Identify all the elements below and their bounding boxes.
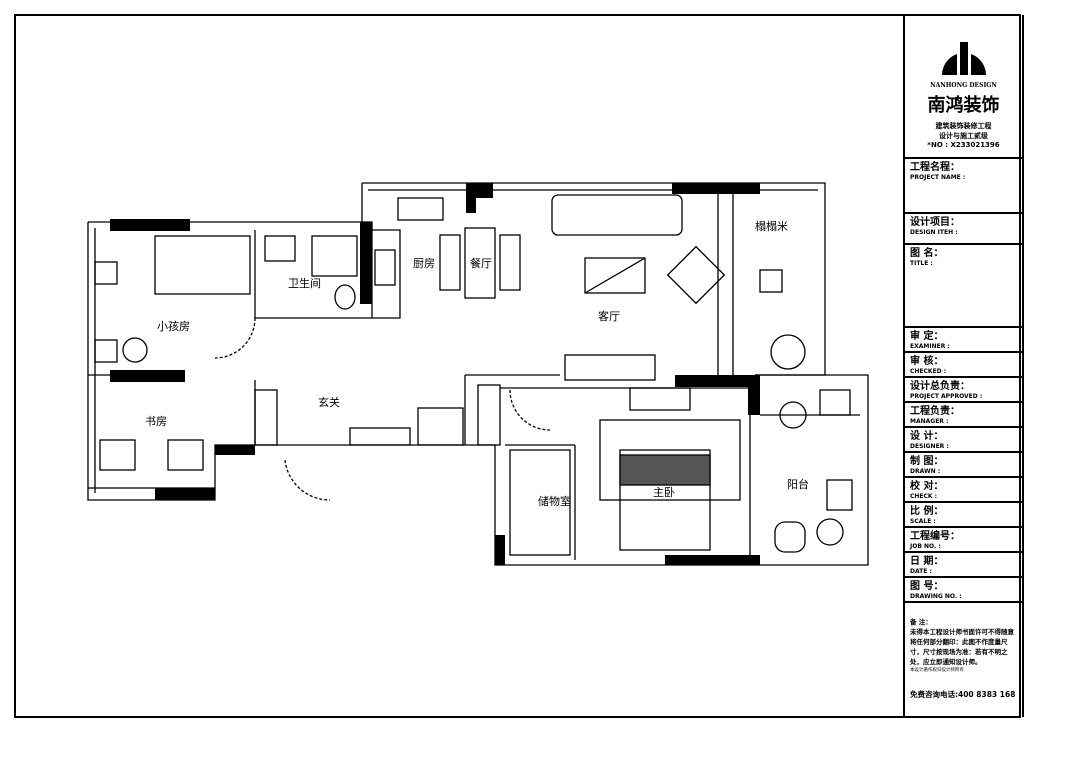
field-check: 校 对：CHECK : — [905, 476, 1022, 501]
field-label-en: MANAGER : — [910, 418, 949, 425]
field-label-cn: 审 定： — [910, 331, 944, 342]
field-label-en: DESIGN ITEH : — [910, 229, 958, 236]
field-label-en: DATE : — [910, 568, 932, 575]
field-label-cn: 设 计： — [910, 431, 944, 442]
field-label-en: DRAWING NO. : — [910, 593, 962, 600]
field-drawn: 制 图：DRAWN : — [905, 451, 1022, 476]
field-label-en: CHECKED : — [910, 368, 947, 375]
field-designer: 设 计：DESIGNER : — [905, 426, 1022, 451]
field-label-cn: 图 名： — [910, 248, 944, 259]
field-label-en: DESIGNER : — [910, 443, 949, 450]
field-label-cn: 日 期： — [910, 556, 944, 567]
label-living: 客厅 — [598, 309, 620, 323]
notes-copyright: 本设计著作权归设计师所有 — [910, 668, 964, 673]
field-title: 图 名：TITLE : — [905, 243, 1022, 326]
field-label-cn: 工程负责： — [910, 406, 960, 417]
company-qualification: 设计与施工贰级 — [939, 132, 988, 140]
label-balcony: 阳台 — [787, 477, 809, 491]
sheet-border — [14, 14, 1021, 718]
notes-section: 备 注： 未得本工程设计师书面许可不得随意将任何部分翻印：此图不作度量尺寸，尺寸… — [905, 601, 1022, 717]
room-labels: 厨房 餐厅 客厅 榻榻米 卫生间 小孩房 书房 玄关 储物室 主卧 阳台 — [145, 219, 809, 508]
field-label-cn: 工程编号： — [910, 531, 960, 542]
field-label-cn: 图 号： — [910, 581, 944, 592]
field-project-approved: 设计总负责：PROJECT APPROVED : — [905, 376, 1022, 401]
company-subtitle: 建筑装饰装修工程 — [935, 122, 992, 130]
label-kitchen: 厨房 — [413, 257, 435, 270]
field-checked: 审 核：CHECKED : — [905, 351, 1022, 376]
column-logo-icon — [941, 36, 986, 75]
field-label-en: EXAMINER : — [910, 343, 950, 350]
field-examiner: 审 定：EXAMINER : — [905, 326, 1022, 351]
wall-outlines — [87, 182, 869, 566]
logo-area: NANHONG DESIGN 南鸿装饰 建筑装饰装修工程 设计与施工贰级 *NO… — [905, 15, 1022, 157]
field-label-en: DRAWN : — [910, 468, 941, 475]
field-manager: 工程负责：MANAGER : — [905, 401, 1022, 426]
label-entry: 玄关 — [318, 395, 340, 409]
field-scale: 比 例：SCALE : — [905, 501, 1022, 526]
label-bathroom: 卫生间 — [288, 276, 321, 290]
notes-title: 备 注： — [910, 618, 932, 626]
field-label-en: CHECK : — [910, 493, 938, 500]
company-name: 南鸿装饰 — [927, 95, 1000, 116]
field-label-en: TITLE : — [910, 260, 933, 267]
label-tatami: 榻榻米 — [755, 219, 788, 233]
field-job-no: 工程编号：JOB NO. : — [905, 526, 1022, 551]
field-label-cn: 比 例： — [910, 506, 944, 517]
notes-text: 未得本工程设计师书面许可不得随意将任何部分翻印：此图不作度量尺寸，尺寸按现场为准… — [910, 628, 1014, 666]
field-label-cn: 设计总负责： — [910, 381, 970, 392]
label-storage: 储物室 — [538, 494, 571, 508]
field-label-en: JOB NO. : — [910, 543, 941, 550]
label-kids-room: 小孩房 — [157, 320, 190, 333]
phone-number: 免费咨询电话:400 8383 168 — [910, 690, 1016, 699]
field-label-cn: 工程名程： — [910, 162, 960, 173]
logo-text: NANHONG DESIGN — [930, 82, 997, 89]
field-project-name: 工程名程：PROJECT NAME : — [905, 157, 1022, 212]
license-number: *NO : X233021396 — [927, 141, 1000, 149]
label-dining: 餐厅 — [470, 256, 492, 270]
field-design-item: 设计项目：DESIGN ITEH : — [905, 212, 1022, 243]
field-label-cn: 审 核： — [910, 356, 944, 367]
field-drawing-no: 图 号：DRAWING NO. : — [905, 576, 1022, 601]
structural-walls — [110, 183, 760, 565]
field-date: 日 期：DATE : — [905, 551, 1022, 576]
field-label-cn: 制 图： — [910, 456, 944, 467]
field-label-en: PROJECT APPROVED : — [910, 393, 983, 400]
field-label-en: PROJECT NAME : — [910, 174, 966, 181]
field-label-en: SCALE : — [910, 518, 936, 525]
field-label-cn: 设计项目： — [910, 217, 960, 228]
label-study: 书房 — [145, 415, 167, 428]
label-master-bedroom: 主卧 — [653, 486, 675, 499]
field-label-cn: 校 对： — [910, 481, 944, 492]
title-block: NANHONG DESIGN 南鸿装饰 建筑装饰装修工程 设计与施工贰级 *NO… — [903, 15, 1024, 717]
